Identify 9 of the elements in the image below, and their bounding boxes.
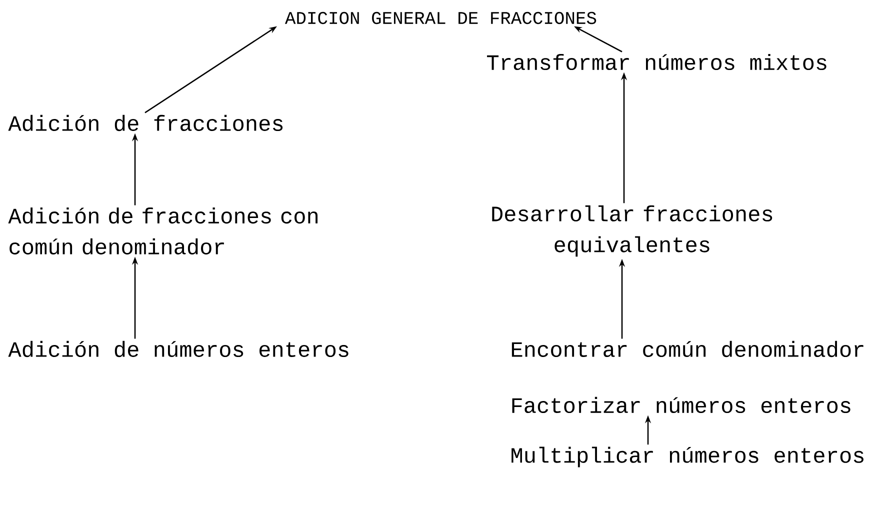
node-text: Encontrar común denominador: [512, 340, 864, 358]
node-text: Multiplicar números enteros: [512, 446, 864, 468]
node-text: Adición de fracciones con común denominador: [8, 207, 318, 255]
node-text: ADICION GENERAL DE FRACCIONES: [284, 12, 596, 24]
node-text: Adición de fracciones: [8, 114, 283, 132]
node-text: Transformar números mixtos: [487, 54, 826, 70]
node-text: Factorizar números enteros: [512, 396, 850, 414]
node-text: Adición de números enteros: [8, 340, 348, 358]
node-text: Desarrollar fracciones equivalentes: [492, 205, 772, 257]
